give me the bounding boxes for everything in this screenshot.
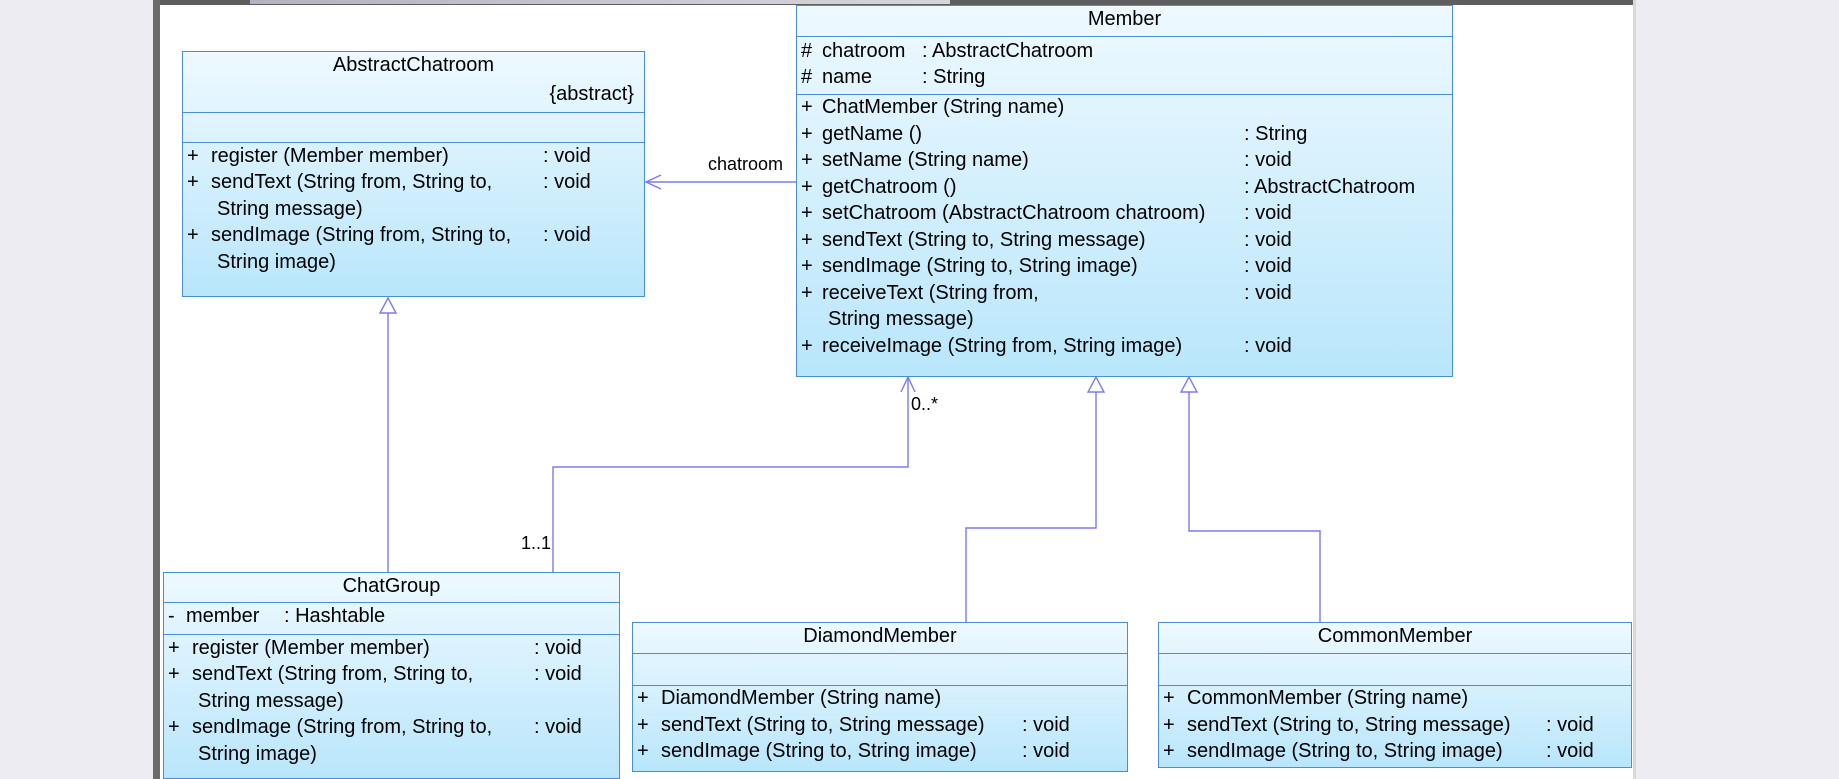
class-name: ChatGroup xyxy=(342,575,441,597)
operation-row-continuation: String message) xyxy=(217,198,363,220)
association-member-to-chatroom xyxy=(644,174,796,190)
class-member[interactable]: Member # chatroom : AbstractChatroom # n… xyxy=(796,5,1453,377)
operation-row: + receiveImage (String from, String imag… xyxy=(801,335,1292,357)
operation-row-continuation: String message) xyxy=(198,690,344,712)
class-name: AbstractChatroom xyxy=(332,54,495,76)
cropped-title-remnant xyxy=(250,0,950,8)
class-abstract-chatroom[interactable]: AbstractChatroom {abstract} + register (… xyxy=(182,51,645,297)
operation-row: + sendImage (String to, String image) : … xyxy=(637,740,1070,762)
class-diamond-member[interactable]: DiamondMember + DiamondMember (String na… xyxy=(632,622,1128,772)
class-chat-group[interactable]: ChatGroup - member : Hashtable + registe… xyxy=(163,572,620,779)
separator xyxy=(1159,653,1631,654)
attribute-row: # chatroom : AbstractChatroom xyxy=(801,40,1094,62)
separator xyxy=(633,685,1127,686)
operation-row: + CommonMember (String name) xyxy=(1163,687,1469,709)
operation-row: + register (Member member) : void xyxy=(187,145,591,167)
stereotype-label: {abstract} xyxy=(549,83,634,105)
operation-row: + getChatroom () : AbstractChatroom xyxy=(801,176,1416,198)
association-chatgroup-to-member xyxy=(552,375,916,572)
left-page-edge xyxy=(153,0,160,779)
operation-row-continuation: String message) xyxy=(828,308,974,330)
operation-row: + sendImage (String to, String image) : … xyxy=(801,255,1292,277)
generalization-diamondmember xyxy=(965,375,1106,622)
multiplicity-group-end: 1..1 xyxy=(521,533,552,553)
operation-row: + sendText (String from, String to, : vo… xyxy=(168,663,582,685)
operation-row: + DiamondMember (String name) xyxy=(637,687,942,709)
operation-row: + ChatMember (String name) xyxy=(801,96,1065,118)
generalization-commonmember xyxy=(1179,375,1321,622)
operation-row: + sendImage (String from, String to, : v… xyxy=(168,716,582,738)
attribute-row: - member : Hashtable xyxy=(168,605,386,627)
operation-row: + sendImage (String to, String image) : … xyxy=(1163,740,1594,762)
separator xyxy=(183,142,644,143)
separator xyxy=(164,634,619,635)
operation-row: + register (Member member) : void xyxy=(168,637,582,659)
operation-row: + sendText (String to, String message) :… xyxy=(637,714,1070,736)
separator xyxy=(797,94,1452,95)
operation-row: + getName () : String xyxy=(801,123,1308,145)
separator xyxy=(164,602,619,603)
generalization-chatgroup xyxy=(378,296,398,572)
operation-row: + receiveText (String from, : void xyxy=(801,282,1292,304)
right-page-edge xyxy=(1633,0,1636,779)
operation-row: + setName (String name) : void xyxy=(801,149,1292,171)
right-margin xyxy=(1636,0,1839,779)
operation-row-continuation: String image) xyxy=(198,743,317,765)
operation-row: + sendImage (String from, String to, : v… xyxy=(187,224,591,246)
separator xyxy=(797,36,1452,37)
multiplicity-member-end: 0..* xyxy=(911,394,939,414)
association-role-label: chatroom xyxy=(708,154,784,174)
class-name: Member xyxy=(1087,8,1162,30)
operation-row-continuation: String image) xyxy=(217,251,336,273)
operation-row: + sendText (String from, String to, : vo… xyxy=(187,171,591,193)
left-margin xyxy=(0,0,153,779)
separator xyxy=(1159,685,1631,686)
operation-row: + sendText (String to, String message) :… xyxy=(1163,714,1594,736)
class-common-member[interactable]: CommonMember + CommonMember (String name… xyxy=(1158,622,1632,768)
separator xyxy=(183,112,644,113)
operation-row: + setChatroom (AbstractChatroom chatroom… xyxy=(801,202,1292,224)
attribute-row: # name : String xyxy=(801,66,986,88)
operation-row: + sendText (String to, String message) :… xyxy=(801,229,1292,251)
class-name: DiamondMember xyxy=(803,625,957,647)
separator xyxy=(633,653,1127,654)
class-name: CommonMember xyxy=(1317,625,1473,647)
